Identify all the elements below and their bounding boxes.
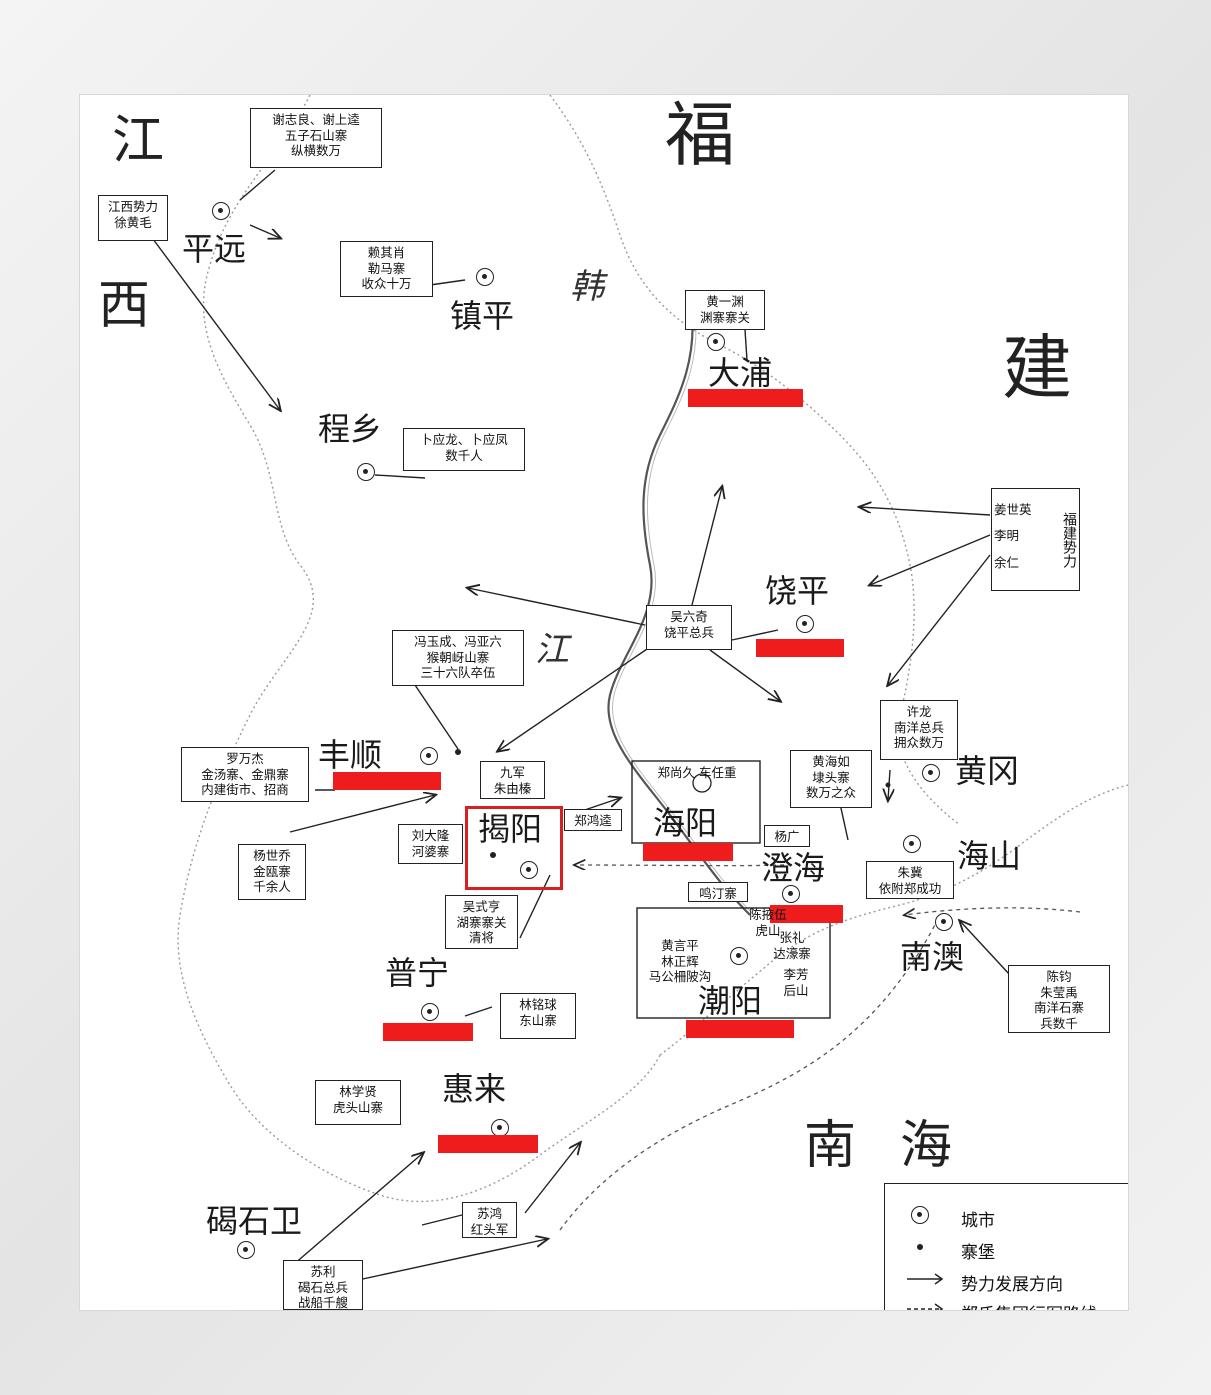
note-huang: 黄一渊 渊寨寨关	[685, 290, 765, 330]
city-zhenping: 镇平	[450, 297, 515, 335]
note-chen-jun: 陈钧 朱莹禹 南洋石寨 兵数千	[1008, 965, 1110, 1033]
city-marker-huanggang	[922, 764, 940, 782]
redbar-huilai	[438, 1135, 538, 1153]
note-zheng-chen: 郑尚久 车任重	[657, 765, 737, 780]
redbar-chaoyang	[686, 1020, 794, 1038]
note-feng: 冯玉成、冯亚六 猴朝岈山寨 三十六队卒伍	[392, 630, 524, 686]
city-marker-puning	[421, 1003, 439, 1021]
legend-route-label: 郑氏集团行军路线	[961, 1300, 1097, 1310]
legend-city-marker	[911, 1206, 929, 1224]
city-marker-fengshun	[420, 747, 438, 765]
redbar-raoping	[756, 639, 844, 657]
city-jieshiwei: 碣石卫	[206, 1202, 303, 1240]
city-huanggang: 黄冈	[955, 752, 1020, 790]
city-marker-chaoyang	[730, 947, 748, 965]
legend: 城市 寨堡 势力发展方向 郑氏集团行军路线	[884, 1183, 1128, 1310]
note-huanghaiyu: 黄海如 埭头寨 数万之众	[790, 750, 872, 808]
note-xie: 谢志良、谢上逵 五子石山寨 纵横数万	[250, 108, 382, 168]
note-wu: 吴六奇 饶平总兵	[646, 605, 732, 650]
note-fujian-names: 姜世英 李明 余仁	[991, 488, 1051, 591]
legend-city-label: 城市	[961, 1211, 995, 1231]
city-nanao: 南澳	[900, 938, 965, 976]
city-haiyang: 海阳	[653, 804, 718, 842]
note-li-hou: 李芳 后山	[783, 967, 809, 998]
city-pingyuan: 平远	[182, 230, 247, 268]
legend-direction-label: 势力发展方向	[961, 1275, 1063, 1295]
note-mingding: 鸣汀寨	[688, 882, 748, 902]
city-chenghai: 澄海	[761, 849, 826, 887]
city-marker-dapu	[707, 333, 725, 351]
region-xi: 西	[98, 276, 151, 336]
note-bu: 卜应龙、卜应凤 数千人	[403, 428, 525, 471]
redbar-puning	[383, 1023, 473, 1041]
note-su-li: 苏利 碣石总兵 战船千艘	[283, 1260, 363, 1310]
city-marker-raoping	[796, 615, 814, 633]
river-han: 韩	[570, 267, 604, 307]
city-marker-chenghai	[782, 885, 800, 903]
note-xulong: 许龙 南洋总兵 拥众数万	[880, 700, 958, 760]
city-huilai: 惠来	[442, 1070, 507, 1108]
region-fu: 福	[665, 95, 735, 176]
han-river	[607, 294, 751, 916]
city-puning: 普宁	[385, 954, 450, 992]
redbar-dapu	[688, 389, 803, 407]
note-fujian-force: 福建势力	[1050, 488, 1080, 591]
jieyang-highlight-box	[465, 806, 563, 890]
note-lin-xie: 林铭球 东山寨	[500, 993, 576, 1039]
coast-line	[659, 784, 1128, 1056]
legend-arrow-icon	[907, 1273, 944, 1285]
note-lin-xuexian: 林学贤 虎头山寨	[315, 1080, 401, 1125]
city-marker-chengxiang	[357, 463, 375, 481]
note-yang: 杨世乔 金瓯寨 千余人	[238, 844, 306, 900]
han-river-inner	[612, 294, 755, 916]
note-jiangxi: 江西势力 徐黄毛	[98, 195, 168, 241]
zheng-route	[559, 914, 941, 1231]
redbar-chenghai	[770, 905, 843, 923]
note-chen-li: 陈掖伍 虎山	[749, 907, 787, 938]
city-chaoyang: 潮阳	[698, 982, 763, 1020]
city-fengshun: 丰顺	[318, 736, 383, 774]
legend-route-icon	[907, 1303, 944, 1310]
note-wu-shiheng: 吴式亨 湖寨寨关 清将	[445, 895, 518, 949]
city-dapu: 大浦	[708, 354, 773, 392]
city-marker-pingyuan	[212, 202, 230, 220]
city-marker-jieyang	[520, 861, 538, 879]
note-luo: 罗万杰 金汤寨、金鼎寨 内建街市、招商	[181, 747, 309, 802]
chaoyang-box	[636, 907, 831, 1019]
map-canvas: 江 西 福 建 南 海 韩 江 平远 镇平 程乡 大浦 饶平 丰顺 揭阳 海阳 …	[80, 95, 1128, 1310]
city-chengxiang: 程乡	[318, 410, 383, 448]
city-haishan: 海山	[957, 837, 1022, 875]
city-marker-nanao	[935, 913, 953, 931]
region-hai: 海	[900, 1116, 953, 1176]
river-jiang: 江	[535, 630, 569, 670]
note-yangguang: 杨广	[764, 825, 810, 847]
note-jiujun: 九军 朱由榛	[480, 761, 545, 799]
note-zhuji: 朱冀 依附郑成功	[866, 861, 954, 899]
city-raoping: 饶平	[765, 572, 830, 610]
note-zhenghongkui: 郑鸿逵	[564, 809, 622, 831]
region-nan: 南	[804, 1116, 857, 1176]
note-zhang: 张礼 达濠寨	[773, 930, 811, 961]
legend-fort-label: 寨堡	[961, 1243, 995, 1263]
note-huang-lin-ma: 黄言平 林正辉 马公柵陂沟	[648, 938, 712, 985]
redbar-fengshun	[333, 772, 441, 790]
city-marker-jieshiwei	[237, 1241, 255, 1259]
note-liu: 刘大隆 河婆寨	[398, 824, 463, 864]
redbar-haiyang	[643, 843, 733, 861]
region-jiang: 江	[112, 111, 165, 171]
map-linework	[149, 95, 1128, 1291]
legend-fort-dot	[917, 1244, 923, 1250]
region-jian: 建	[1002, 327, 1072, 409]
fujian-border	[549, 95, 961, 826]
city-marker-zhenping	[476, 268, 494, 286]
city-jieyang: 揭阳	[478, 810, 543, 848]
note-lai: 赖其肖 勒马寨 收众十万	[340, 241, 433, 297]
city-marker-haishan	[903, 835, 921, 853]
note-su-hong: 苏鸿 红头军	[462, 1202, 517, 1238]
